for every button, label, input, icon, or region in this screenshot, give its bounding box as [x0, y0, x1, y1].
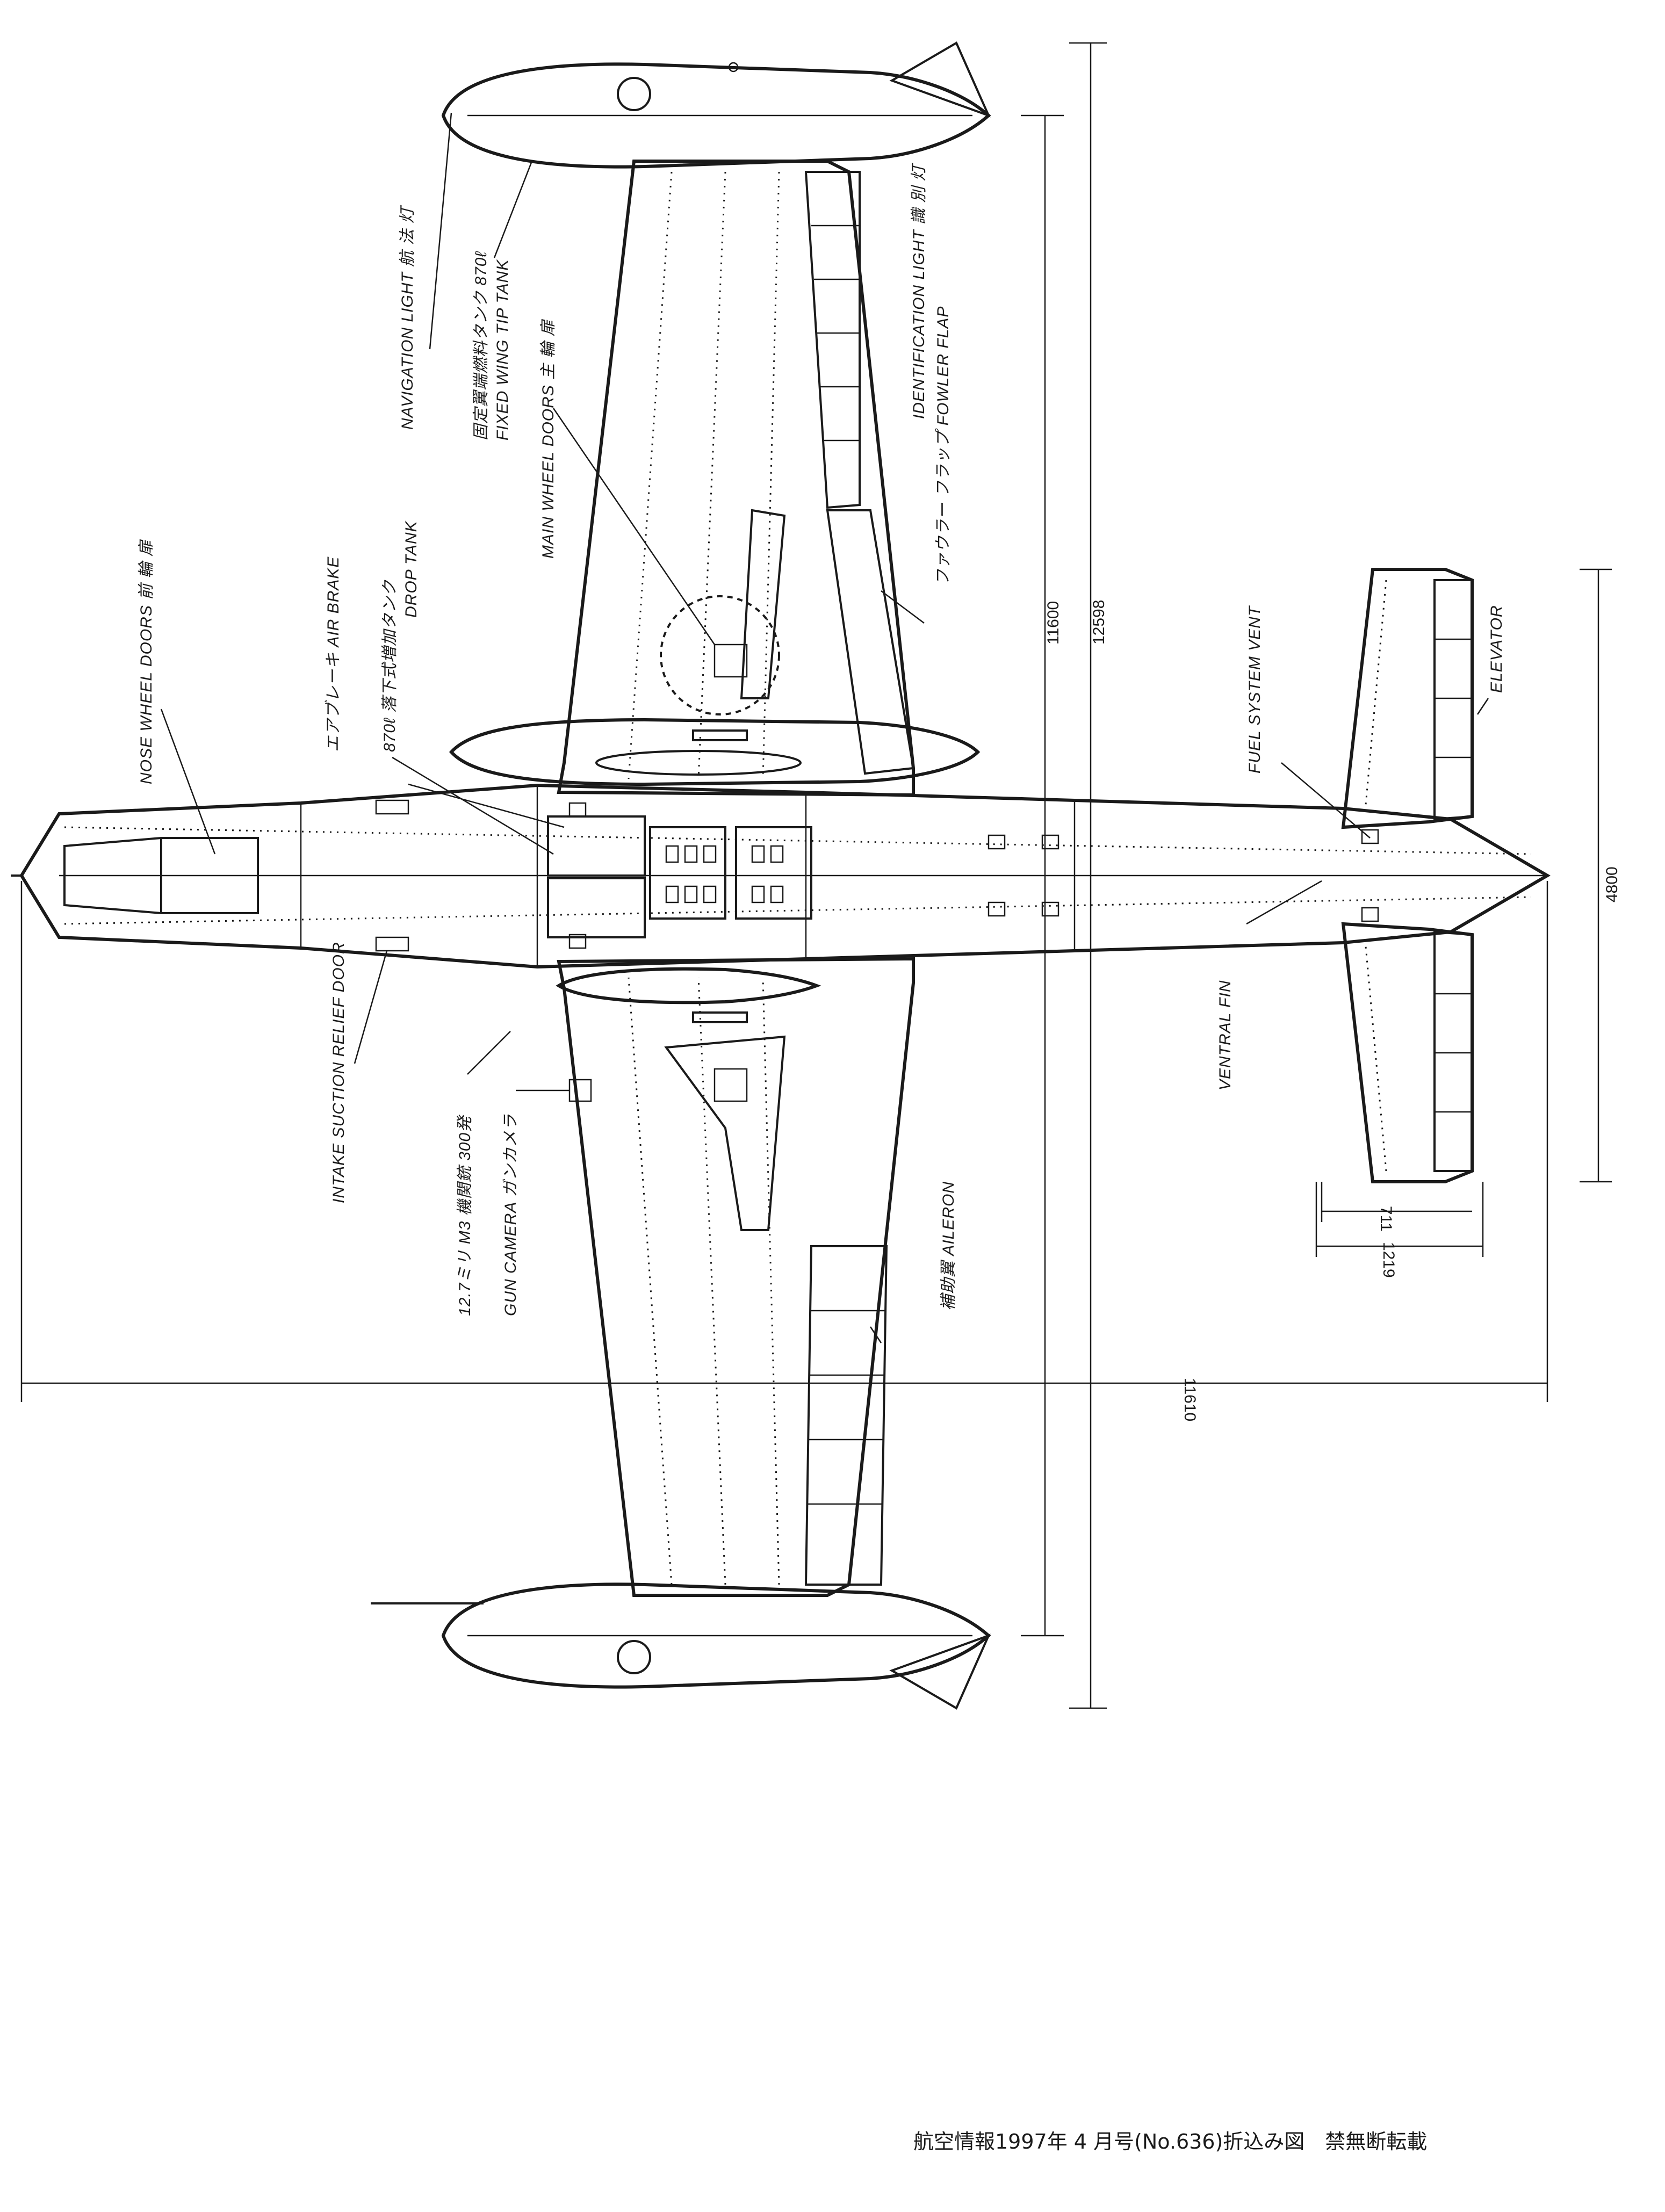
label-gun: 12.7ミリ M3 機関銃 300発 [456, 1114, 474, 1316]
wing-tip-tank-upper [441, 41, 991, 169]
label-nose-wheel-doors: NOSE WHEEL DOORS 前 輪 扉 [138, 539, 155, 784]
horizontal-tail [1341, 568, 1474, 1183]
label-ventral-fin: VENTRAL FIN [1216, 980, 1234, 1091]
label-fuel-system-vent: FUEL SYSTEM VENT [1246, 605, 1264, 774]
label-drop-tank: DROP TANK [402, 520, 420, 618]
label-intake-suction-relief-door: INTAKE SUCTION RELIEF DOOR [330, 942, 348, 1203]
leader-lines [160, 112, 1489, 1343]
drop-tank-upper [449, 718, 981, 786]
label-fowler-flap: ファウラー フラップ FOWLER FLAP [934, 306, 952, 585]
callouts: NAVIGATION LIGHT 航 法 灯 固定翼端燃料タンク 870ℓ FI… [138, 162, 1505, 1316]
label-navigation-light: NAVIGATION LIGHT 航 法 灯 [399, 205, 416, 430]
label-wing-tip-tank: FIXED WING TIP TANK [494, 259, 511, 440]
label-main-wheel-doors: MAIN WHEEL DOORS 主 輪 扉 [539, 319, 557, 559]
label-drop-tank-jp: 870ℓ 落下式増加タンク [381, 580, 399, 752]
label-elevator: ELEVATOR [1488, 605, 1505, 693]
label-aileron: 補助翼 AILERON [940, 1181, 957, 1311]
dim-4800: 4800 [1603, 866, 1621, 902]
fuselage [11, 783, 1551, 969]
publication-caption: 航空情報1997年 4 月号(No.636)折込み図 禁無断転載 [913, 2130, 1428, 2153]
dim-11610: 11610 [1181, 1378, 1199, 1421]
drop-tank-lower [556, 967, 821, 1004]
wing-tip-tank-lower [371, 1582, 991, 1710]
dimension-lines [20, 42, 1612, 1709]
label-wing-tip-tank-jp: 固定翼端燃料タンク 870ℓ [472, 251, 490, 440]
label-gun-camera: GUN CAMERA ガンカメラ [502, 1114, 520, 1316]
dim-12598: 12598 [1090, 600, 1108, 645]
dim-11600: 11600 [1044, 601, 1062, 645]
dimension-labels: 11600 12598 4800 711 1219 11610 [1044, 600, 1621, 1422]
dim-711: 711 [1377, 1206, 1395, 1232]
dim-1219: 1219 [1380, 1242, 1397, 1278]
label-air-brake: エアブレーキ AIR BRAKE [325, 556, 342, 752]
label-identification-light: IDENTIFICATION LIGHT 識 別 灯 [910, 162, 928, 419]
